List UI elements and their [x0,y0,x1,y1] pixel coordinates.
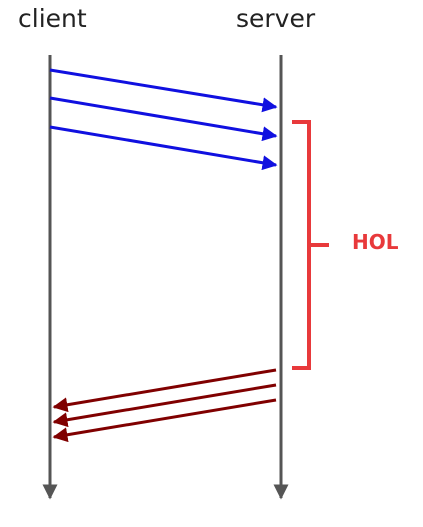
response-arrow [52,398,277,443]
response-arrow [52,368,277,413]
request-arrow [49,125,278,171]
client-label: client [18,4,87,33]
request-arrow [49,96,278,142]
server-label: server [236,4,316,33]
request-arrow [49,68,278,113]
hol-label: HOL [352,230,399,254]
hol-bracket [292,120,329,370]
response-arrow [52,383,277,428]
